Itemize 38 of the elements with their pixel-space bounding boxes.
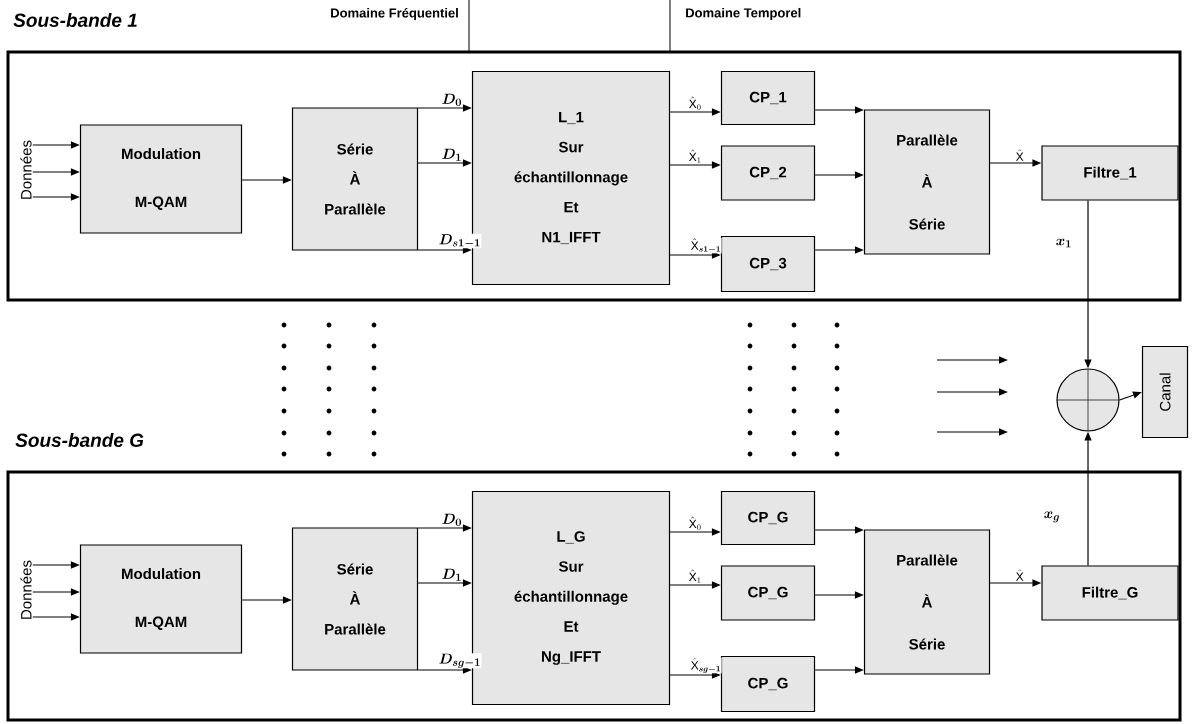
domain-label: Domaine Temporel [686, 7, 801, 21]
edge-label: $\hat{\mathrm{X}}_{1}$ [688, 569, 702, 584]
process-box: Modulation M-QAM [79, 124, 243, 234]
process-box: Série À Parallèle [291, 527, 419, 671]
edge-label: $\hat{\mathrm{X}}_{0}$ [688, 516, 702, 531]
edge-label: $\boldsymbol{D_{0}}$ [441, 93, 463, 107]
process-box: Filtre_G [1041, 565, 1179, 621]
channel-box: Canal [1141, 345, 1189, 439]
process-box: CP_G [720, 490, 816, 546]
input-label: Données [20, 140, 32, 199]
summer-circle [1056, 368, 1120, 432]
process-box: CP_1 [720, 70, 816, 126]
edge-label: $\boldsymbol{D_{sg-1}}$ [438, 653, 482, 669]
edge-label: $\hat{\mathrm{X}}_{\boldsymbol{sg-1}}$ [690, 657, 722, 674]
domain-label: Domaine Fréquentiel [331, 7, 458, 21]
process-box: CP_G [720, 655, 816, 713]
band-heading: Sous-bande G [15, 433, 144, 447]
edge-label: $\hat{\mathrm{X}}$ [1015, 148, 1025, 162]
edge-label: $\boldsymbol{x_{g}}$ [1043, 511, 1061, 523]
process-box: Filtre_1 [1041, 145, 1179, 201]
process-box: CP_2 [720, 145, 816, 201]
band-heading: Sous-bande 1 [13, 13, 137, 27]
edge-label: $\hat{\mathrm{X}}_{\boldsymbol{s1-1}}$ [690, 237, 722, 254]
edge-label: $\hat{\mathrm{X}}_{1}$ [688, 149, 702, 164]
edge-label: $\boldsymbol{D_{1}}$ [441, 148, 463, 162]
edge-label: $\boldsymbol{D_{0}}$ [441, 513, 463, 527]
input-label: Données [20, 560, 32, 619]
edge-label: $\boldsymbol{x_{1}}$ [1055, 238, 1073, 248]
edge-label: $\hat{\mathrm{X}}$ [1015, 568, 1025, 582]
edge-label: $\hat{\mathrm{X}}_{0}$ [688, 96, 702, 111]
edge-label: $\boldsymbol{D_{s1-1}}$ [438, 233, 482, 249]
process-box: Parallèle À Série [863, 529, 991, 675]
process-box: Série À Parallèle [291, 107, 419, 251]
process-box: CP_G [720, 565, 816, 621]
edge-label: $\boldsymbol{D_{1}}$ [441, 568, 463, 582]
process-box: Parallèle À Série [863, 109, 991, 255]
process-box: Modulation M-QAM [79, 544, 243, 654]
process-box: CP_3 [720, 235, 816, 293]
